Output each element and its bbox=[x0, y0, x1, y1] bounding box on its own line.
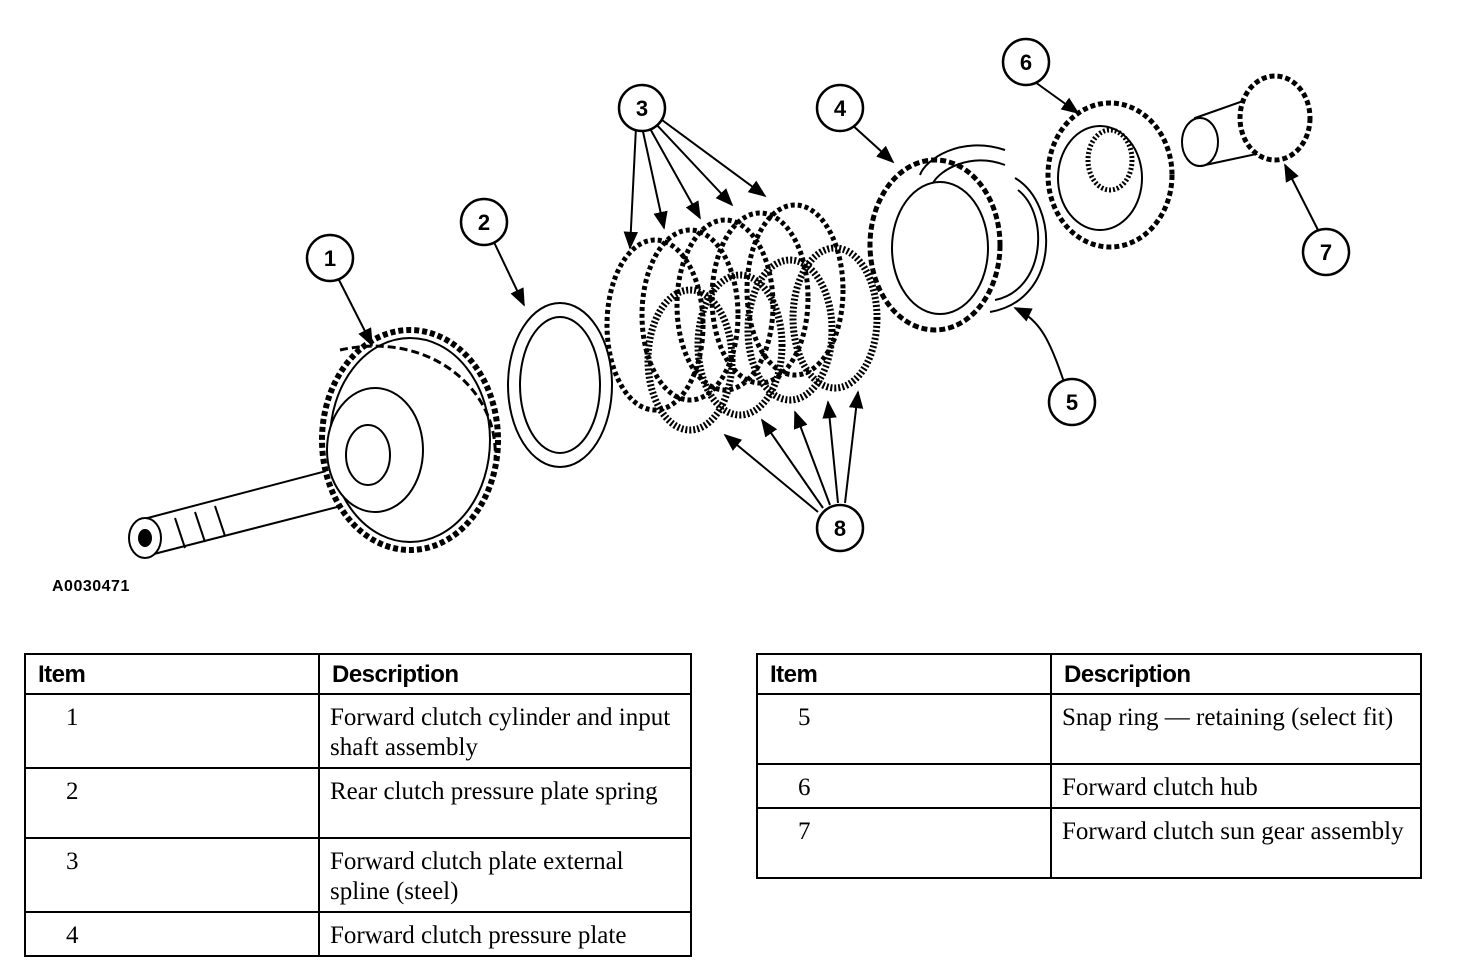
table-row: 5 Snap ring — retaining (select fit) bbox=[756, 693, 1422, 765]
item-column-header: Item bbox=[24, 653, 320, 695]
item-column-header: Item bbox=[756, 653, 1052, 695]
svg-text:7: 7 bbox=[1320, 240, 1332, 265]
item-number: 1 bbox=[24, 693, 320, 769]
leader-lines bbox=[337, 81, 1319, 513]
part-forward-clutch-hub bbox=[1045, 100, 1175, 250]
svg-text:6: 6 bbox=[1020, 50, 1032, 75]
callout-4: 4 bbox=[815, 83, 865, 133]
item-description: Forward clutch sun gear assembly bbox=[1050, 807, 1422, 879]
part-clutch-plate-stack bbox=[604, 202, 881, 434]
item-number: 3 bbox=[24, 837, 320, 913]
callout-3: 3 bbox=[617, 83, 667, 133]
svg-text:3: 3 bbox=[636, 96, 648, 121]
exploded-view-diagram: 1 2 3 4 5 6 7 8 bbox=[128, 37, 1351, 559]
legend-table-right: Item Description 5 Snap ring — retaining… bbox=[756, 653, 1422, 879]
table-row: 2 Rear clutch pressure plate spring bbox=[24, 767, 692, 839]
description-column-header: Description bbox=[1050, 653, 1422, 695]
item-description: Forward clutch pressure plate bbox=[318, 911, 692, 957]
svg-text:2: 2 bbox=[478, 210, 490, 235]
legend-table-left: Item Description 1 Forward clutch cylind… bbox=[24, 653, 692, 957]
table-row: 1 Forward clutch cylinder and input shaf… bbox=[24, 693, 692, 769]
svg-text:1: 1 bbox=[324, 246, 336, 271]
figure-id: A0030471 bbox=[52, 578, 130, 595]
part-input-shaft-assembly bbox=[128, 327, 501, 559]
part-snap-ring bbox=[919, 144, 1048, 313]
table-row: 6 Forward clutch hub bbox=[756, 763, 1422, 809]
svg-text:5: 5 bbox=[1066, 390, 1078, 415]
item-description: Forward clutch hub bbox=[1050, 763, 1422, 809]
table-row: 4 Forward clutch pressure plate bbox=[24, 911, 692, 957]
callout-5: 5 bbox=[1047, 377, 1097, 427]
item-number: 7 bbox=[756, 807, 1052, 879]
part-pressure-plate-spring bbox=[507, 302, 613, 468]
item-description: Forward clutch plate external spline (st… bbox=[318, 837, 692, 913]
callout-1: 1 bbox=[305, 233, 355, 283]
item-description: Rear clutch pressure plate spring bbox=[318, 767, 692, 839]
item-number: 4 bbox=[24, 911, 320, 957]
callout-7: 7 bbox=[1301, 227, 1351, 277]
item-description: Forward clutch cylinder and input shaft … bbox=[318, 693, 692, 769]
callout-8: 8 bbox=[815, 503, 865, 553]
item-number: 6 bbox=[756, 763, 1052, 809]
table-row: 7 Forward clutch sun gear assembly bbox=[756, 807, 1422, 879]
table-row: 3 Forward clutch plate external spline (… bbox=[24, 837, 692, 913]
part-sun-gear-assembly bbox=[1181, 73, 1313, 167]
callout-2: 2 bbox=[459, 197, 509, 247]
item-description: Snap ring — retaining (select fit) bbox=[1050, 693, 1422, 765]
part-forward-clutch-pressure-plate bbox=[867, 157, 1003, 333]
legend-header-row: Item Description bbox=[24, 653, 692, 695]
svg-text:4: 4 bbox=[834, 96, 847, 121]
item-number: 2 bbox=[24, 767, 320, 839]
callout-6: 6 bbox=[1001, 37, 1051, 87]
description-column-header: Description bbox=[318, 653, 692, 695]
legend-header-row: Item Description bbox=[756, 653, 1422, 695]
svg-text:8: 8 bbox=[834, 516, 846, 541]
item-number: 5 bbox=[756, 693, 1052, 765]
